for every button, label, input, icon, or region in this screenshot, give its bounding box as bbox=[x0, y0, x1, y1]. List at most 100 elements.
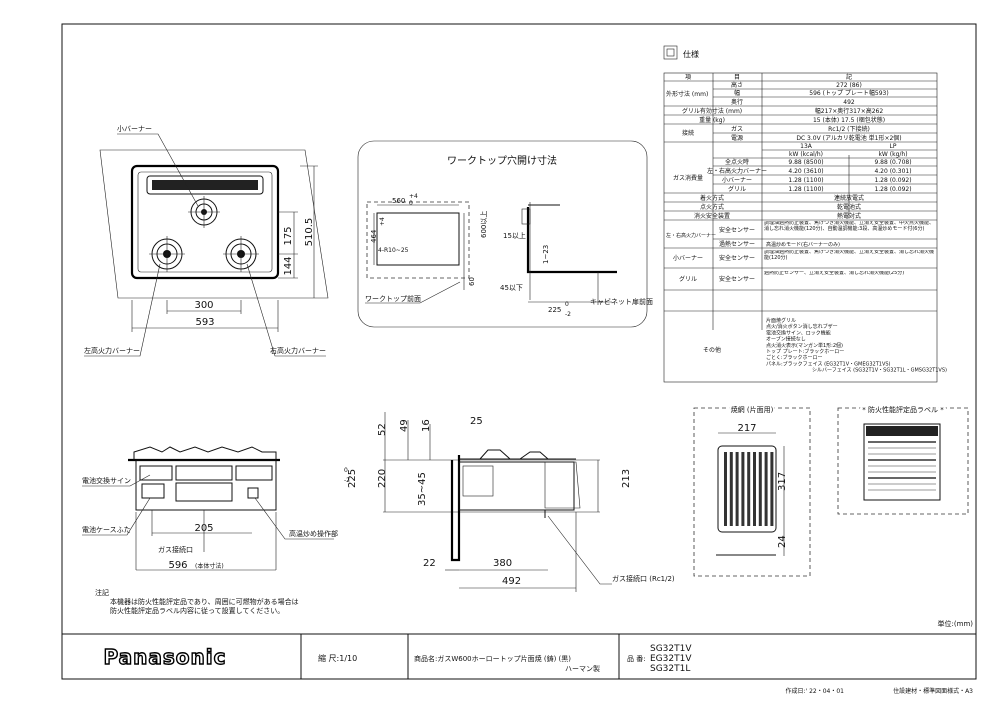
svg-text:kW (kcal/h): kW (kcal/h) bbox=[789, 151, 823, 158]
svg-text:(本体寸法): (本体寸法) bbox=[195, 562, 224, 570]
grill-bar bbox=[747, 452, 751, 526]
svg-text:464: 464 bbox=[370, 229, 378, 243]
grill-net bbox=[717, 445, 777, 533]
grill-bar bbox=[741, 452, 745, 526]
svg-text:317: 317 bbox=[777, 472, 788, 491]
svg-text:0: 0 bbox=[344, 467, 348, 474]
panasonic-logo: Panasonic bbox=[104, 645, 227, 669]
grill-bar bbox=[758, 452, 762, 526]
svg-text:45以下: 45以下 bbox=[500, 284, 523, 292]
svg-text:213: 213 bbox=[621, 469, 632, 488]
svg-text:項: 項 bbox=[685, 74, 691, 81]
svg-text:52: 52 bbox=[377, 423, 388, 436]
svg-text:9.88 (8500): 9.88 (8500) bbox=[788, 159, 823, 166]
svg-text:0: 0 bbox=[565, 301, 569, 308]
note-title: 注記 bbox=[95, 588, 109, 597]
svg-text:600以上: 600以上 bbox=[479, 211, 488, 238]
top-view: 小バーナー 左高火力バーナー 右高火力バーナー 300 593 175 144 … bbox=[84, 124, 329, 357]
svg-text:1.28 (0.092): 1.28 (0.092) bbox=[874, 186, 911, 193]
svg-text:乾電池式: 乾電池式 bbox=[837, 203, 861, 211]
svg-text:49: 49 bbox=[399, 419, 410, 432]
svg-text:LP: LP bbox=[890, 143, 897, 150]
body-section bbox=[458, 461, 575, 511]
svg-text:安全センサー: 安全センサー bbox=[719, 254, 755, 262]
svg-text:593: 593 bbox=[195, 317, 214, 328]
svg-text:接続: 接続 bbox=[682, 129, 694, 137]
svg-text:外形寸法 (mm): 外形寸法 (mm) bbox=[666, 90, 708, 98]
svg-text:225: 225 bbox=[347, 469, 358, 488]
grill-bar bbox=[724, 452, 727, 526]
svg-text:560: 560 bbox=[392, 197, 405, 205]
other-spec-line: パネル:ブラックフェイス (EG32T1V・GMEG32T1VS) bbox=[766, 360, 891, 367]
fire-rating-label: * 防火性能評定品ラベル * bbox=[837, 403, 969, 515]
svg-text:300: 300 bbox=[194, 300, 213, 311]
battery-cover-label: 電池ケースふた bbox=[82, 525, 131, 534]
battery-sign-label: 電池交換サイン bbox=[82, 476, 131, 485]
svg-text:安全センサー: 安全センサー bbox=[719, 275, 755, 283]
other-spec-line: ごとく:ブラックホーロー bbox=[766, 354, 823, 361]
spec-icon-inner bbox=[666, 48, 675, 57]
note-line-1: 本機器は防火性能評定品であり、周囲に可燃物がある場合は bbox=[110, 597, 299, 606]
svg-text:596 (トップ プレート幅593): 596 (トップ プレート幅593) bbox=[809, 89, 888, 97]
svg-text:奥行: 奥行 bbox=[731, 98, 743, 106]
high-temp-control bbox=[247, 487, 259, 499]
spec-table: 仕様 bbox=[663, 45, 947, 383]
svg-text:492: 492 bbox=[843, 99, 855, 106]
grill-door bbox=[175, 482, 233, 502]
svg-text:DC 3.0V (アルカリ乾電池 単1形×2個): DC 3.0V (アルカリ乾電池 単1形×2個) bbox=[796, 134, 901, 142]
other-spec-line: シルバーフェイス (SG32T1V・SG32T1L・GMSG32T1VS) bbox=[812, 368, 947, 374]
svg-text:0: 0 bbox=[409, 200, 413, 207]
svg-text:Rc1/2 (下接続): Rc1/2 (下接続) bbox=[828, 125, 870, 133]
svg-text:その他: その他 bbox=[703, 346, 721, 354]
svg-text:-2: -2 bbox=[565, 311, 571, 318]
spec-title: 仕様 bbox=[683, 49, 699, 59]
unit-label: 単位:(mm) bbox=[938, 619, 974, 628]
other-spec-line: 点火/消火ボタン消し忘れブザー bbox=[766, 323, 838, 330]
svg-text:左・右高火力バーナー: 左・右高火力バーナー bbox=[666, 232, 716, 239]
other-spec-line: 点火消火表示(マンガン単1形:2個) bbox=[766, 342, 843, 349]
grill-vent bbox=[146, 175, 264, 195]
grill-bar bbox=[770, 452, 774, 526]
svg-text:15以上: 15以上 bbox=[503, 231, 526, 240]
vent-slots bbox=[152, 180, 258, 190]
svg-text:15 (本体) 17.5 (梱包状態): 15 (本体) 17.5 (梱包状態) bbox=[813, 116, 885, 124]
svg-text:重量 (kg): 重量 (kg) bbox=[699, 116, 725, 124]
svg-text:24: 24 bbox=[777, 535, 788, 548]
svg-text:目: 目 bbox=[734, 74, 740, 81]
sheet-border bbox=[61, 23, 977, 680]
svg-text:幅: 幅 bbox=[734, 89, 740, 97]
svg-text:35~45: 35~45 bbox=[417, 472, 428, 506]
svg-text:高さ: 高さ bbox=[731, 81, 743, 89]
grill-bar bbox=[729, 452, 733, 526]
gas-inlet-front-label: ガス接続口 bbox=[158, 545, 193, 554]
other-spec-line: オーブン接続なし bbox=[766, 336, 806, 343]
svg-text:-2: -2 bbox=[344, 477, 350, 484]
svg-text:16: 16 bbox=[421, 419, 432, 432]
svg-text:ガス: ガス bbox=[731, 125, 743, 133]
fire-label-title: * 防火性能評定品ラベル * bbox=[862, 405, 944, 414]
cabinet-front-label: キャビネット扉前面 bbox=[590, 297, 653, 306]
model-label: 品 番: bbox=[627, 655, 646, 663]
label-stamp bbox=[863, 423, 941, 501]
svg-text:13A: 13A bbox=[800, 143, 813, 150]
svg-text:グリル有効寸法 (mm): グリル有効寸法 (mm) bbox=[682, 107, 742, 115]
svg-text:596: 596 bbox=[168, 560, 187, 571]
svg-text:消火安全装置: 消火安全装置 bbox=[694, 212, 730, 220]
svg-text:+4: +4 bbox=[379, 217, 386, 226]
svg-text:熱電対式: 熱電対式 bbox=[837, 212, 861, 220]
svg-text:幅217×奥行317×高262: 幅217×奥行317×高262 bbox=[815, 107, 884, 115]
svg-text:272 (86): 272 (86) bbox=[836, 82, 862, 89]
svg-text:記: 記 bbox=[846, 73, 852, 81]
grill-bars bbox=[724, 452, 774, 526]
svg-text:左・右高火力バーナー: 左・右高火力バーナー bbox=[707, 167, 767, 175]
countertop-section bbox=[450, 455, 461, 562]
svg-text:全点火時: 全点火時 bbox=[725, 158, 749, 166]
svg-text:小バーナー: 小バーナー bbox=[722, 176, 752, 184]
svg-text:小バーナー: 小バーナー bbox=[673, 254, 703, 262]
front-panel bbox=[135, 459, 277, 511]
svg-text:安全センサー: 安全センサー bbox=[719, 226, 755, 234]
svg-text:高温炒めモード(右バーナーのみ): 高温炒めモード(右バーナーのみ) bbox=[766, 241, 840, 248]
svg-text:+4: +4 bbox=[409, 193, 418, 200]
svg-text:25: 25 bbox=[470, 416, 483, 427]
